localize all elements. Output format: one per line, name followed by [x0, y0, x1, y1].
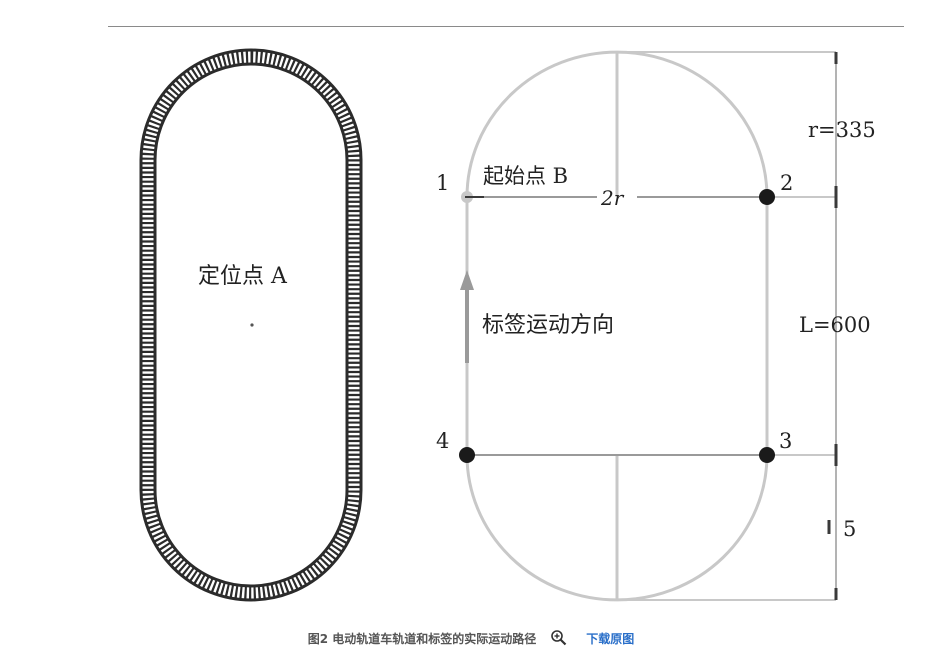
direction-arrow-head — [460, 270, 474, 290]
locate-point-a-dot — [250, 323, 254, 327]
figure-caption: 图2 电动轨道车轨道和标签的实际运动路径 — [307, 631, 537, 646]
point-1-label: 1 — [436, 171, 449, 195]
point-3-label: 3 — [779, 429, 792, 453]
point-3-dot — [759, 447, 775, 463]
left-track: 定位点 A — [139, 48, 363, 602]
track-ties — [142, 51, 360, 599]
right-path: 1 2 3 4 起始点 B 2r 标签运动方向 r=335 L=600 5 — [436, 50, 876, 602]
dimension-ticks — [827, 52, 838, 600]
figure-caption-bar: 图2 电动轨道车轨道和标签的实际运动路径 下载原图 — [0, 626, 942, 650]
locate-point-a-label: 定位点 A — [198, 264, 288, 289]
top-divider — [108, 26, 904, 27]
point-4-label: 4 — [436, 429, 449, 453]
radius-label: r=335 — [808, 118, 876, 142]
track-path-figure: 定位点 A — [139, 48, 876, 602]
bottom-segment-label: 5 — [843, 517, 856, 541]
point-2-dot — [759, 189, 775, 205]
direction-label: 标签运动方向 — [482, 313, 614, 338]
track-outer-rail — [139, 48, 363, 602]
track-inner-rail — [153, 62, 349, 588]
point-2-label: 2 — [780, 171, 793, 195]
length-label: L=600 — [799, 313, 871, 337]
point-4-dot — [459, 447, 475, 463]
diameter-label: 2r — [600, 186, 625, 210]
download-original-link[interactable]: 下载原图 — [586, 631, 635, 646]
zoom-in-icon[interactable] — [550, 629, 568, 647]
start-point-b-label: 起始点 B — [483, 164, 568, 188]
